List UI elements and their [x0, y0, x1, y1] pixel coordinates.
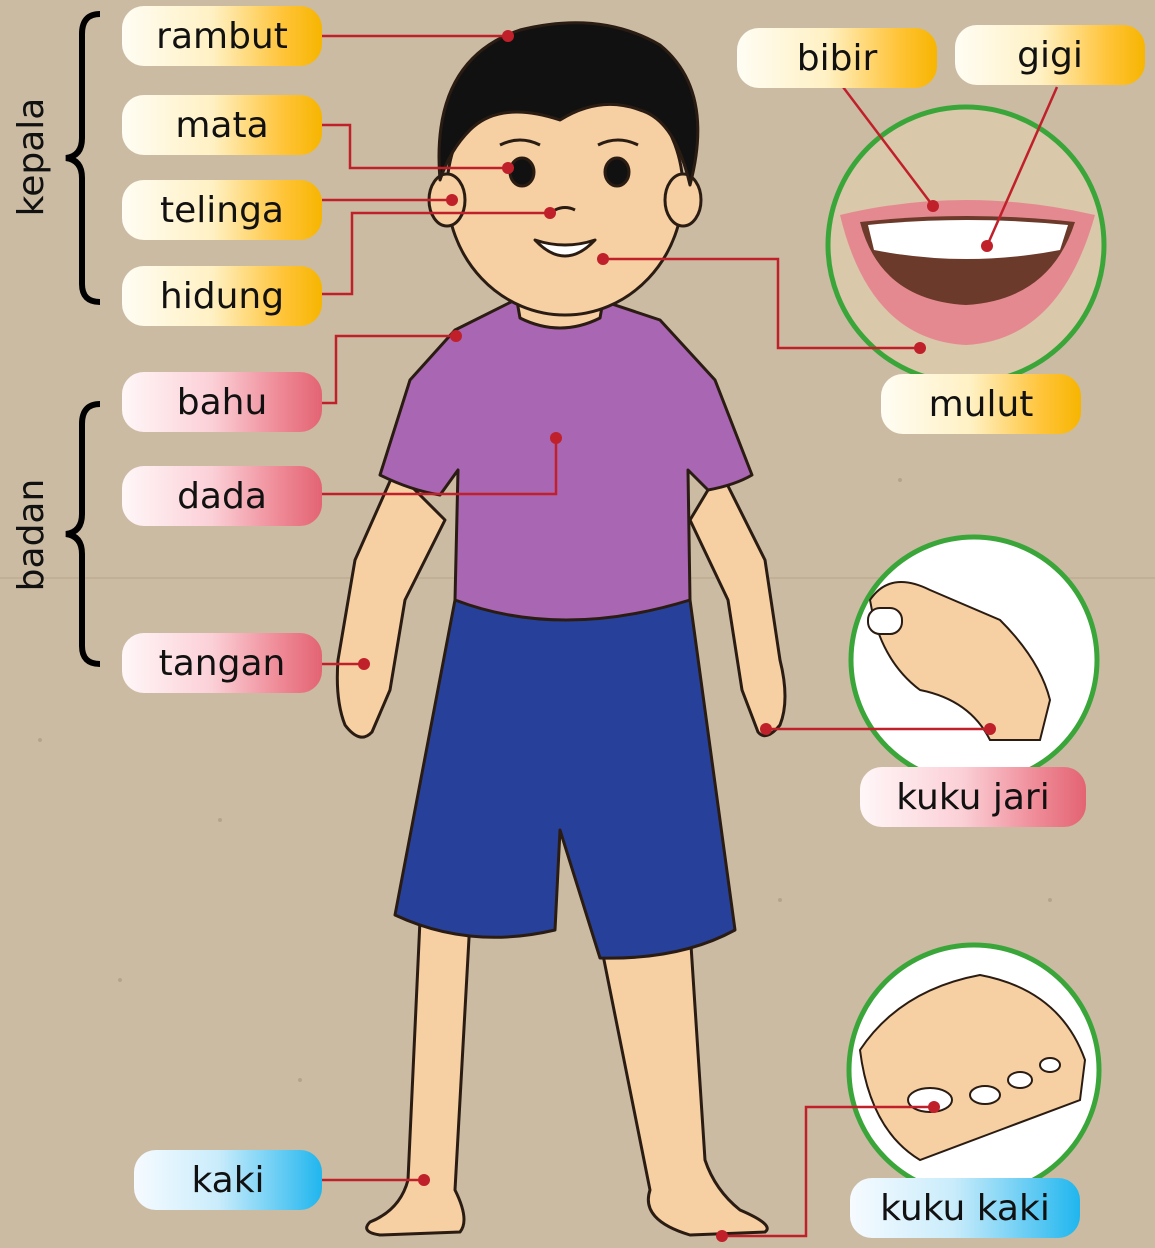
body-brace: [66, 404, 100, 664]
boy-figure: [337, 23, 785, 1235]
label-hidung: hidung: [122, 266, 322, 326]
label-kuku-kaki: kuku kaki: [850, 1178, 1080, 1238]
label-gigi: gigi: [955, 25, 1145, 85]
toe-zoom: [849, 945, 1099, 1195]
label-bibir: bibir: [737, 28, 937, 88]
label-telinga: telinga: [122, 180, 322, 240]
label-mulut: mulut: [881, 374, 1081, 434]
label-rambut: rambut: [122, 6, 322, 66]
label-mata: mata: [122, 95, 322, 155]
label-bahu: bahu: [122, 372, 322, 432]
group-label-badan: badan: [10, 475, 54, 595]
mouth-zoom: [828, 107, 1104, 383]
group-label-kepala: kepala: [10, 97, 54, 217]
head-brace: [66, 14, 100, 302]
finger-zoom: [851, 537, 1097, 783]
label-kaki: kaki: [134, 1150, 322, 1210]
label-dada: dada: [122, 466, 322, 526]
label-kuku-jari: kuku jari: [860, 767, 1086, 827]
label-tangan: tangan: [122, 633, 322, 693]
